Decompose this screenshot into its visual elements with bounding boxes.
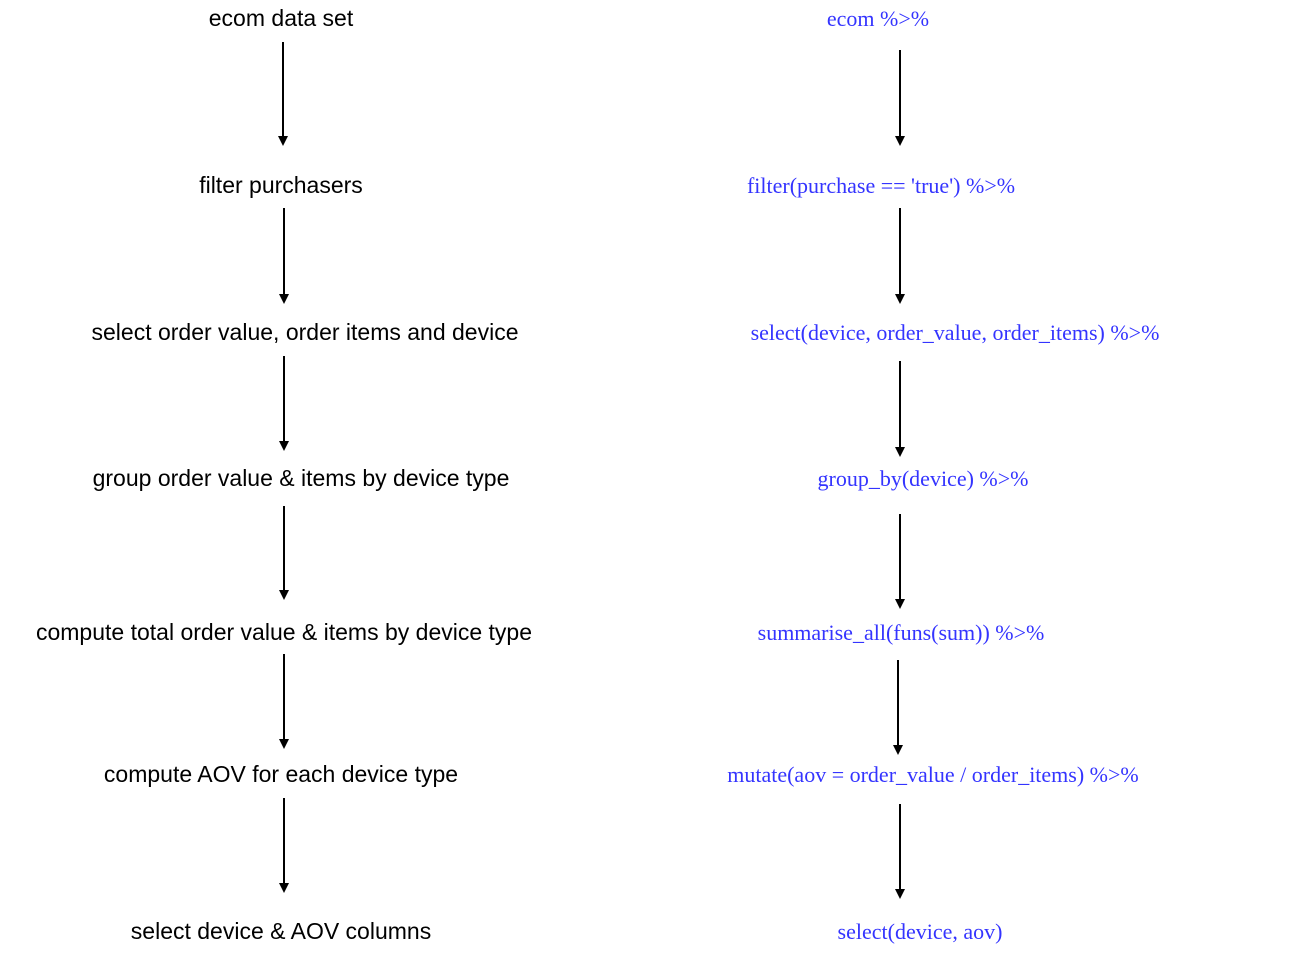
description-step-4: group order value & items by device type bbox=[92, 465, 510, 491]
description-step-7: select device & AOV columns bbox=[130, 918, 432, 944]
description-step-3: select order value, order items and devi… bbox=[91, 319, 519, 345]
code-step-1: ecom %>% bbox=[826, 6, 930, 31]
description-step-2: filter purchasers bbox=[199, 172, 363, 198]
code-step-4: group_by(device) %>% bbox=[817, 466, 1029, 491]
description-step-5: compute total order value & items by dev… bbox=[35, 619, 533, 645]
description-step-1: ecom data set bbox=[208, 5, 354, 31]
code-step-5: summarise_all(funs(sum)) %>% bbox=[757, 620, 1045, 645]
code-step-2: filter(purchase == 'true') %>% bbox=[746, 173, 1016, 198]
code-step-3: select(device, order_value, order_items)… bbox=[750, 320, 1160, 345]
code-step-7: select(device, aov) bbox=[837, 919, 1003, 944]
code-step-6: mutate(aov = order_value / order_items) … bbox=[727, 762, 1139, 787]
description-step-6: compute AOV for each device type bbox=[103, 761, 459, 787]
